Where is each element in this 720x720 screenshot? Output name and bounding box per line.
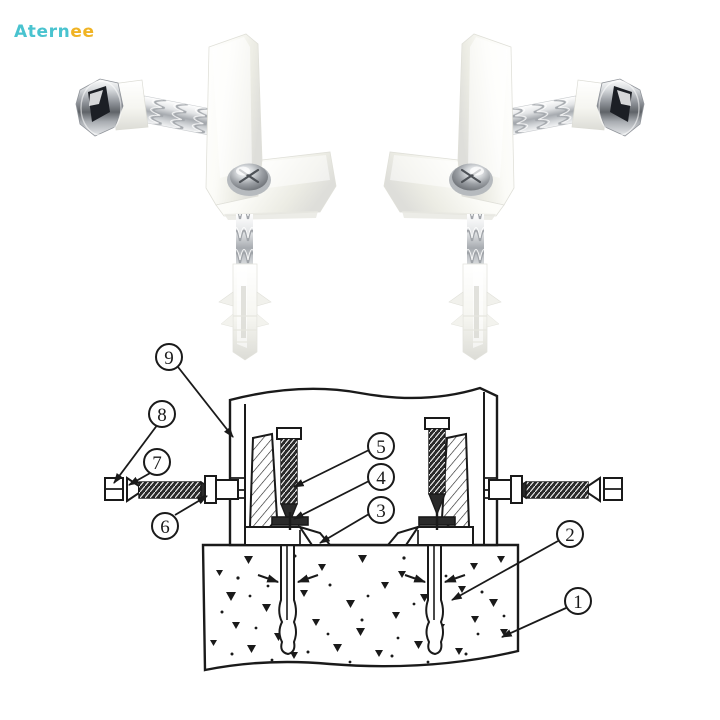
wall-anchor-assembly-right bbox=[448, 214, 502, 361]
callout-7-number: 7 bbox=[152, 453, 162, 474]
callout-5-number: 5 bbox=[376, 437, 386, 458]
callout-1-number: 1 bbox=[573, 592, 583, 613]
base-plate-wedge bbox=[244, 525, 474, 546]
white-l-bracket-right bbox=[383, 33, 515, 220]
callout-9-number: 9 bbox=[164, 348, 174, 369]
lower-washer-plate-left bbox=[271, 512, 309, 530]
chrome-dome-screw-right bbox=[449, 163, 493, 196]
brand-name-part-teal: Atern bbox=[14, 22, 71, 42]
callout-5[interactable]: 5 bbox=[367, 432, 395, 460]
concrete-wall bbox=[201, 543, 520, 672]
vertical-anchor-bolt-right bbox=[424, 417, 450, 516]
embedded-anchor-right bbox=[404, 545, 466, 656]
chrome-hex-cap-nut-right bbox=[596, 78, 645, 137]
white-l-bracket-left bbox=[205, 33, 337, 220]
callout-3-number: 3 bbox=[376, 501, 386, 522]
callout-1[interactable]: 1 bbox=[564, 587, 592, 615]
callout-9[interactable]: 9 bbox=[155, 343, 183, 371]
leader-4 bbox=[293, 480, 370, 520]
callout-6[interactable]: 6 bbox=[151, 512, 179, 540]
product-photo bbox=[75, 33, 645, 361]
callout-8[interactable]: 8 bbox=[148, 400, 176, 428]
embedded-anchor-left bbox=[257, 545, 319, 656]
white-wall-anchor-right bbox=[448, 263, 502, 361]
white-wall-anchor-left bbox=[218, 263, 272, 361]
chrome-hex-cap-nut-left bbox=[75, 78, 124, 137]
leader-5 bbox=[293, 449, 370, 488]
concrete-aggregate bbox=[210, 555, 508, 659]
side-fixing-screw-left bbox=[104, 475, 239, 504]
callout-2-number: 2 bbox=[565, 525, 575, 546]
callout-4[interactable]: 4 bbox=[367, 463, 395, 491]
callout-6-number: 6 bbox=[160, 517, 170, 538]
leader-1 bbox=[501, 607, 567, 638]
pedestal-body bbox=[228, 386, 499, 547]
callout-2[interactable]: 2 bbox=[556, 520, 584, 548]
right-hinge-bracket bbox=[383, 33, 645, 361]
callout-leaders bbox=[113, 366, 567, 638]
leader-6 bbox=[174, 495, 208, 516]
brand-name-part-gold: ee bbox=[70, 22, 95, 42]
chrome-dome-screw-left bbox=[227, 163, 271, 196]
wall-anchor-assembly-left bbox=[218, 214, 272, 361]
leader-8 bbox=[113, 423, 159, 484]
lower-washer-plate-right bbox=[418, 512, 456, 530]
callout-8-number: 8 bbox=[157, 405, 167, 426]
leader-2 bbox=[451, 540, 559, 601]
callout-4-number: 4 bbox=[376, 468, 386, 489]
left-hinge-bracket bbox=[75, 33, 337, 361]
side-fixing-screw-right bbox=[488, 475, 623, 504]
callout-7[interactable]: 7 bbox=[143, 448, 171, 476]
brand-watermark: Aternee bbox=[14, 22, 95, 42]
leader-9 bbox=[177, 366, 234, 438]
leader-3 bbox=[319, 513, 370, 544]
leader-7 bbox=[128, 471, 153, 486]
callout-3[interactable]: 3 bbox=[367, 496, 395, 524]
callout-markers: 9 8 7 6 5 4 3 bbox=[143, 343, 592, 615]
